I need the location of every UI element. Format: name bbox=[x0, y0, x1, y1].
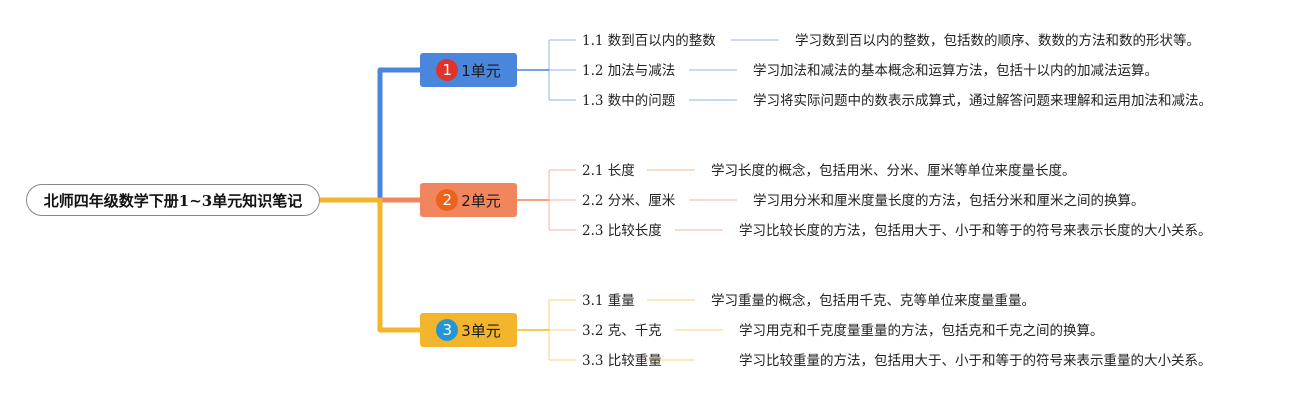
unit-title: 3单元 bbox=[461, 321, 501, 340]
unit-node-2[interactable]: 2 2单元 bbox=[420, 183, 517, 217]
topic-label[interactable]: 2.2 分米、厘米 bbox=[582, 193, 676, 209]
topic-label[interactable]: 1.2 加法与减法 bbox=[582, 63, 676, 79]
topic-description: 学习用分米和厘米度量长度的方法，包括分米和厘米之间的换算。 bbox=[753, 193, 1145, 209]
branch-connector bbox=[320, 197, 420, 333]
unit-node-1[interactable]: 1 1单元 bbox=[420, 53, 517, 87]
topic-description: 学习比较长度的方法，包括用大于、小于和等于的符号来表示长度的大小关系。 bbox=[739, 223, 1212, 239]
topic-label[interactable]: 2.1 长度 bbox=[582, 163, 635, 179]
topic-description: 学习长度的概念，包括用米、分米、厘米等单位来度量长度。 bbox=[711, 163, 1076, 179]
number-badge-icon: 2 bbox=[436, 189, 459, 211]
number-badge-icon: 3 bbox=[436, 319, 459, 341]
unit-node-3[interactable]: 3 3单元 bbox=[420, 313, 517, 347]
topic-description: 学习数到百以内的整数，包括数的顺序、数数的方法和数的形状等。 bbox=[795, 33, 1200, 49]
topic-label[interactable]: 3.1 重量 bbox=[582, 293, 635, 309]
topic-description: 学习用克和千克度量重量的方法，包括克和千克之间的换算。 bbox=[739, 323, 1104, 339]
topic-description: 学习加法和减法的基本概念和运算方法，包括十以内的加减法运算。 bbox=[753, 63, 1158, 79]
topic-label[interactable]: 2.3 比较长度 bbox=[582, 223, 662, 239]
topic-description: 学习比较重量的方法，包括用大于、小于和等于的符号来表示重量的大小关系。 bbox=[739, 353, 1212, 369]
topic-description: 学习将实际问题中的数表示成算式，通过解答问题来理解和运用加法和减法。 bbox=[753, 93, 1212, 109]
unit-title: 2单元 bbox=[461, 191, 501, 210]
topic-label[interactable]: 1.1 数到百以内的整数 bbox=[582, 33, 716, 49]
topic-label[interactable]: 3.2 克、千克 bbox=[582, 323, 662, 339]
unit-title: 1单元 bbox=[461, 61, 501, 80]
root-node[interactable]: 北师四年级数学下册1~3单元知识笔记 bbox=[26, 184, 320, 216]
topic-label[interactable]: 1.3 数中的问题 bbox=[582, 93, 676, 109]
number-badge-icon: 1 bbox=[436, 59, 459, 81]
topic-description: 学习重量的概念，包括用千克、克等单位来度量重量。 bbox=[711, 293, 1035, 309]
topic-label[interactable]: 3.3 比较重量 bbox=[582, 353, 662, 369]
branch-connector bbox=[320, 67, 420, 203]
